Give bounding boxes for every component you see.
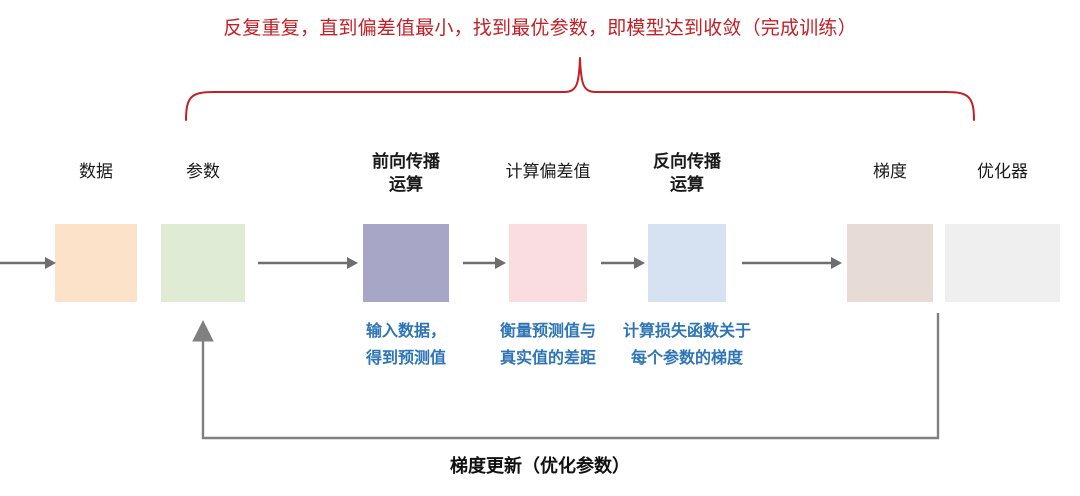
arrow-loss-to-backward-icon xyxy=(601,253,645,273)
arrow-backward-to-gradient-icon xyxy=(742,253,842,273)
stage-title-line: 数据 xyxy=(79,162,113,181)
stage-title-line: 前向传播 xyxy=(372,152,440,171)
gradient-update-path xyxy=(192,313,940,440)
stage-note-forward-propagation: 输入数据， 得到预测值 xyxy=(308,318,504,372)
stage-note-line: 得到预测值 xyxy=(365,350,446,367)
summary-caption: 反复重复，直到偏差值最小，找到最优参数，即模型达到收敛（完成训练） xyxy=(223,18,857,39)
stage-box-parameters[interactable] xyxy=(161,224,245,302)
stage-title-backward-propagation: 反向传播运算 xyxy=(598,150,776,196)
stage-note-line: 真实值的差距 xyxy=(499,350,596,367)
stage-box-optimizer[interactable] xyxy=(945,224,1060,302)
stage-title-optimizer: 优化器 xyxy=(895,160,1080,183)
loop-brace-icon xyxy=(185,57,975,121)
stage-note-line: 计算损失函数关于 xyxy=(622,323,751,340)
stage-title-line: 运算 xyxy=(670,175,704,194)
stage-note-line: 输入数据， xyxy=(365,323,446,340)
stage-title-parameters: 参数 xyxy=(111,160,295,183)
stage-title-line: 优化器 xyxy=(977,162,1028,181)
stage-note-compute-loss: 衡量预测值与真实值的差距 xyxy=(454,318,642,372)
stage-title-line: 梯度 xyxy=(873,162,907,181)
stage-title-line: 参数 xyxy=(186,162,220,181)
stage-box-data[interactable] xyxy=(55,224,137,302)
stage-box-gradient[interactable] xyxy=(847,224,933,302)
stage-title-compute-loss: 计算偏差值 xyxy=(459,160,637,183)
stage-box-compute-loss[interactable] xyxy=(509,224,587,302)
stage-note-line: 衡量预测值与 xyxy=(499,323,596,340)
stage-title-line: 计算偏差值 xyxy=(505,162,591,181)
stage-box-forward-propagation[interactable] xyxy=(363,224,449,302)
arrow-parameters-to-forward-icon xyxy=(258,253,358,273)
arrow-into-data-icon xyxy=(0,253,56,273)
stage-note-line: 每个参数的梯度 xyxy=(630,350,743,367)
stage-title-data: 数据 xyxy=(5,160,187,183)
arrow-forward-to-loss-icon xyxy=(463,253,506,273)
stage-note-backward-propagation: 计算损失函数关于每个参数的梯度 xyxy=(593,318,781,372)
gradient-update-label: 梯度更新（优化参数） xyxy=(450,456,630,476)
stage-box-backward-propagation[interactable] xyxy=(648,224,726,302)
stage-title-line: 反向传播 xyxy=(653,152,721,171)
stage-title-forward-propagation: 前向传播运算 xyxy=(313,150,499,196)
stage-title-line: 运算 xyxy=(389,175,423,194)
stage-title-gradient: 梯度 xyxy=(797,160,983,183)
